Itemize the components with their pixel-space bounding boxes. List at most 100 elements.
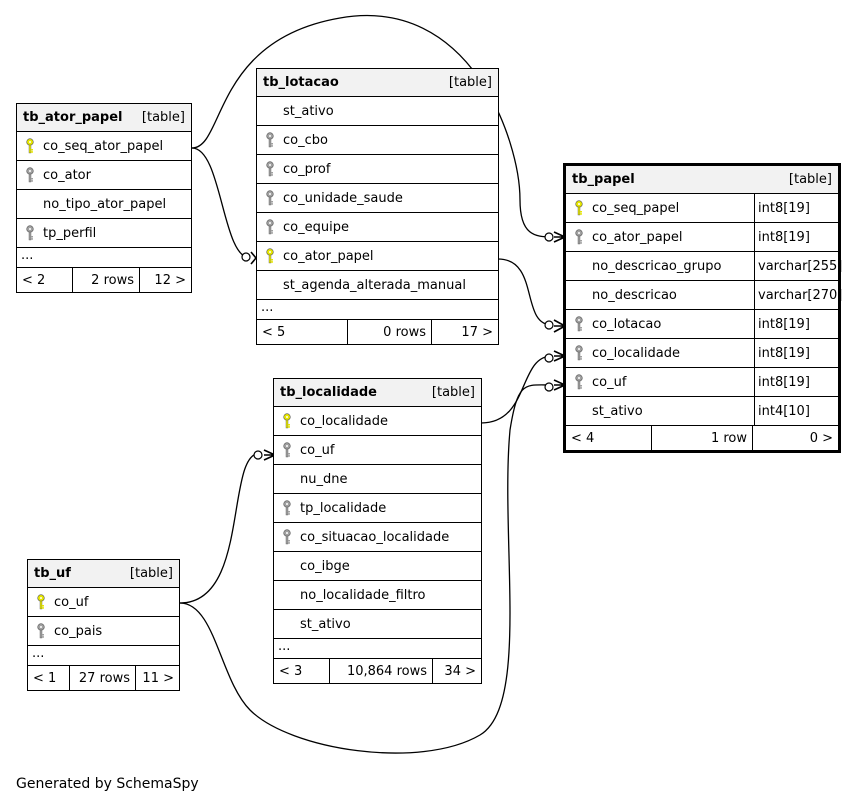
column-name: st_ativo [283,103,334,119]
no-key [274,581,300,609]
foreign-key-icon [566,223,592,251]
primary-key-icon [257,242,283,270]
column-name: co_localidade [592,345,680,361]
table-kind: [table] [448,75,492,90]
table-kind: [table] [141,110,185,125]
column-row[interactable]: co_prof [257,155,498,184]
column-name: co_ator_papel [283,248,374,264]
edge-localidade-to-papel [480,355,553,424]
column-name: no_descricao_grupo [592,258,722,274]
edge-ator-papel-to-lotacao [191,147,251,259]
column-name: co_ator [43,167,91,183]
column-name: co_ibge [300,558,350,574]
children-link[interactable]: 34 > [432,659,481,683]
column-name: co_equipe [283,219,349,235]
parents-link[interactable]: < 5 [262,324,286,340]
column-name: co_situacao_localidade [300,529,450,545]
edge-uf-to-localidade [179,452,261,604]
row-count: 0 rows [347,320,431,344]
table-name: tb_ator_papel [23,110,123,125]
column-type: int8[19] [754,194,838,222]
column-row[interactable]: no_descricao_grupo varchar[255] [566,252,842,281]
children-link[interactable]: 12 > [139,268,191,292]
children-link[interactable]: 0 > [752,426,838,450]
column-name: no_descricao [592,287,677,303]
column-row[interactable]: co_lotacao int8[19] [566,310,838,339]
column-name: st_ativo [300,616,351,632]
column-row[interactable]: co_equipe [257,213,498,242]
parents-link[interactable]: < 4 [571,430,595,446]
foreign-key-icon [17,219,43,247]
children-link[interactable]: 11 > [135,666,179,690]
column-name: no_localidade_filtro [300,587,426,603]
primary-key-icon [28,588,54,616]
column-type: int8[19] [754,310,838,338]
foreign-key-icon [566,310,592,338]
column-row[interactable]: co_situacao_localidade [274,523,481,552]
edge-lotacao-to-papel [497,258,553,326]
more-columns-ellipsis: ... [257,300,498,320]
column-row[interactable]: co_ibge [274,552,481,581]
column-row[interactable]: st_ativo [274,610,481,639]
column-name: co_unidade_saude [283,190,403,206]
primary-key-icon [566,194,592,222]
table-name: tb_localidade [280,385,377,400]
foreign-key-icon [274,436,300,464]
column-row[interactable]: tp_perfil [17,219,191,248]
column-type: varchar[255] [754,252,842,280]
column-name: co_uf [54,594,89,610]
table-header: tb_lotacao[table] [257,69,498,97]
column-row[interactable]: co_unidade_saude [257,184,498,213]
table-header: tb_papel[table] [566,166,838,194]
column-row[interactable]: no_tipo_ator_papel [17,190,191,219]
column-row[interactable]: co_localidade [274,407,481,436]
column-row[interactable]: nu_dne [274,465,481,494]
column-row[interactable]: co_uf [28,588,179,617]
foreign-key-icon [566,368,592,396]
row-count: 10,864 rows [329,659,432,683]
row-count: 2 rows [72,268,139,292]
column-row[interactable]: co_seq_ator_papel [17,132,191,161]
column-name: st_agenda_alterada_manual [283,277,466,293]
column-row[interactable]: st_ativo [257,97,498,126]
column-row[interactable]: co_uf [274,436,481,465]
column-type: int8[19] [754,368,838,396]
column-name: co_seq_ator_papel [43,138,164,154]
column-type: int4[10] [754,397,838,425]
parents-link[interactable]: < 3 [279,663,303,679]
column-name: co_uf [300,442,335,458]
column-row[interactable]: co_cbo [257,126,498,155]
column-row[interactable]: tp_localidade [274,494,481,523]
column-name: co_pais [54,623,103,639]
generated-by-text: Generated by SchemaSpy [16,776,199,792]
no-key [566,281,592,309]
column-row[interactable]: no_localidade_filtro [274,581,481,610]
column-row[interactable]: st_agenda_alterada_manual [257,271,498,300]
optional-marker [253,450,263,460]
column-name: co_lotacao [592,316,662,332]
children-link[interactable]: 17 > [431,320,498,344]
column-row[interactable]: co_ator_papel [257,242,498,271]
optional-marker [544,382,554,392]
parents-link[interactable]: < 2 [22,272,46,288]
parents-link[interactable]: < 1 [33,670,57,686]
more-columns-ellipsis: ... [28,646,179,666]
table-tb-ator-papel[interactable]: tb_ator_papel [table] co_seq_ator_papel co_… [16,103,192,293]
column-row[interactable]: co_ator [17,161,191,190]
edge-uf-to-papel [179,384,553,754]
column-row[interactable]: co_pais [28,617,179,646]
no-key [17,190,43,218]
